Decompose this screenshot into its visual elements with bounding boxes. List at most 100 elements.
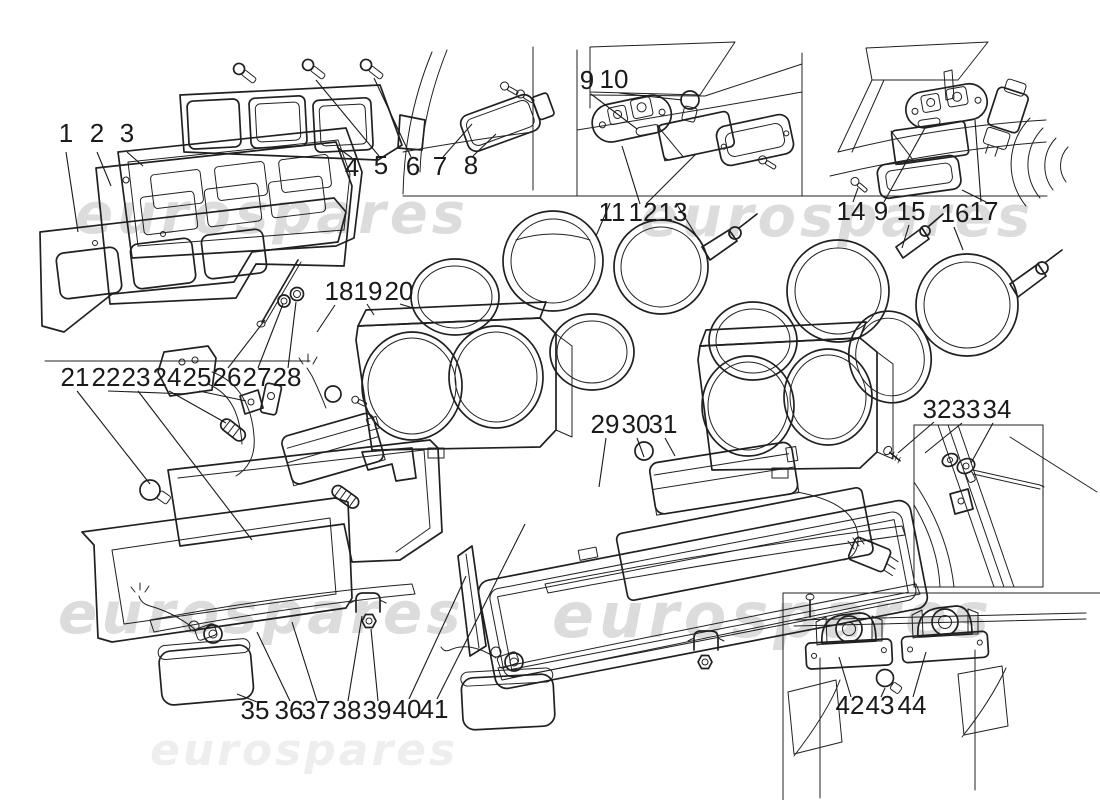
leader-line [96, 151, 112, 187]
leader-line [675, 202, 700, 241]
leader-line [897, 421, 935, 454]
fog-lamp-middle-art [440, 646, 556, 731]
cover-glass-assembly-middle-art [457, 486, 929, 690]
callout-label: 43 [866, 690, 895, 720]
bulb-icon [139, 479, 171, 505]
leader-line [336, 146, 353, 159]
leader-line [974, 119, 982, 203]
callout-label: 34 [983, 394, 1012, 424]
leader-line [664, 437, 676, 457]
leader-line [65, 151, 79, 233]
leader-line [257, 303, 284, 369]
leader-line [126, 151, 144, 167]
clip-and-spring-art [219, 382, 283, 442]
callout-label: 1 [59, 118, 73, 148]
pillar-grommet-box-art [883, 424, 1098, 588]
leader-line [227, 319, 266, 369]
leader-line [595, 202, 611, 237]
callout-label: 3 [120, 118, 134, 148]
leader-line [636, 437, 645, 458]
leader-line [442, 123, 473, 158]
callout-label: 7 [433, 151, 447, 181]
leader-line [76, 390, 151, 485]
leader-line [912, 651, 927, 698]
leader-line [590, 93, 638, 130]
leader-line [291, 621, 318, 702]
leader-line [961, 189, 987, 203]
leader-line [370, 628, 379, 702]
leader-line [347, 615, 363, 702]
front-indicator-sketch-art [576, 41, 803, 170]
headlamp-pod-left-art [331, 301, 573, 509]
fog-lamp-left-art [130, 582, 255, 706]
screw-icon [232, 58, 384, 84]
leader-lines-layer [65, 77, 994, 703]
leader-line [316, 304, 336, 333]
leader-line [852, 187, 859, 203]
callout-label: 10 [600, 64, 629, 94]
callout-label: 28 [273, 362, 302, 392]
callout-label: 5 [374, 150, 388, 180]
callout-label: 38 [333, 695, 362, 725]
lamp-socket-art [157, 345, 255, 477]
leader-line [366, 303, 375, 316]
callout-label: 42 [836, 690, 865, 720]
leader-line [256, 631, 291, 702]
callout-label: 22 [92, 362, 121, 392]
leader-line [399, 303, 414, 309]
callout-label: 40 [393, 694, 422, 724]
leader-line [472, 133, 497, 157]
leader-line [880, 687, 886, 698]
callout-label: 14 [837, 196, 866, 226]
watermark-text: eurospares [58, 579, 465, 647]
callout-label: 2 [90, 118, 104, 148]
callout-label: 41 [420, 694, 449, 724]
callout-label: 15 [897, 196, 926, 226]
callout-label: 6 [406, 151, 420, 181]
callout-label: 11 [599, 197, 626, 227]
leader-line [315, 79, 380, 157]
callout-label: 18 [325, 276, 354, 306]
callout-label: 36 [275, 695, 304, 725]
callout-label: 26 [213, 362, 242, 392]
callout-label: 29 [591, 409, 620, 439]
turn-signal-lamp-left-art [281, 353, 386, 487]
leader-line [838, 656, 852, 698]
leader-line [883, 127, 926, 203]
indicator-lamp-unit-art [179, 84, 426, 161]
leader-line [287, 301, 297, 369]
turn-signal-lamp-right-art [634, 441, 899, 577]
callout-label: 16 [941, 198, 970, 228]
callout-label: 30 [622, 409, 651, 439]
callout-label: 13 [659, 197, 688, 227]
licence-plate-lamp-art [787, 593, 1087, 799]
fastener-cluster-art [256, 259, 305, 328]
leader-line [953, 226, 964, 251]
leader-line [924, 422, 963, 454]
callout-label: 4 [345, 152, 359, 182]
leader-line [107, 390, 189, 395]
watermark-text: eurospares [552, 579, 994, 652]
headlamp-unit-art [502, 210, 758, 315]
callout-label: 20 [385, 276, 414, 306]
callout-label: 9 [580, 65, 594, 95]
rear-indicator-sketch-art [829, 41, 1069, 207]
leader-line [645, 153, 697, 205]
callout-label: 37 [302, 695, 331, 725]
connector-relay-art [982, 78, 1029, 157]
callout-label: 25 [183, 362, 212, 392]
callout-label: 12 [629, 197, 658, 227]
callout-label: 35 [241, 695, 270, 725]
side-marker-lamp-art [402, 81, 555, 153]
callout-label: 24 [153, 362, 182, 392]
callout-label: 8 [464, 150, 478, 180]
headlamp-ring-art [410, 258, 635, 391]
callout-label: 33 [952, 394, 981, 424]
watermark-text: eurospares [150, 725, 458, 776]
leader-line [198, 390, 247, 402]
leader-line [598, 437, 607, 488]
leader-line [618, 92, 683, 101]
callout-label: 31 [649, 409, 678, 439]
